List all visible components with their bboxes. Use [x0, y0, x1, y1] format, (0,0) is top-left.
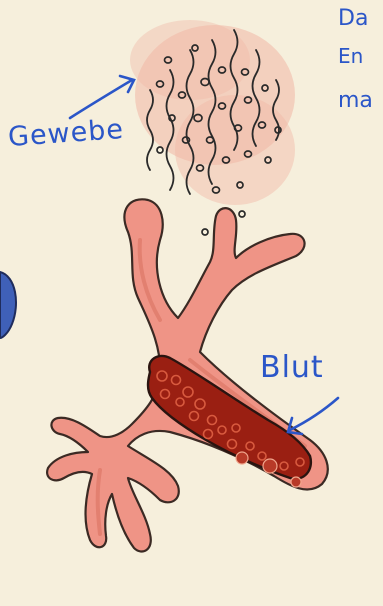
- cropped-blue-shape: [0, 272, 16, 338]
- blood-label: Blut: [260, 350, 324, 385]
- blood-arrow: [288, 398, 338, 434]
- cropped-text-line-2: En: [338, 44, 363, 68]
- tissue-arrow: [70, 76, 134, 118]
- cropped-text-line-3: ma: [338, 88, 373, 113]
- cropped-text-line-1: Da: [338, 6, 368, 31]
